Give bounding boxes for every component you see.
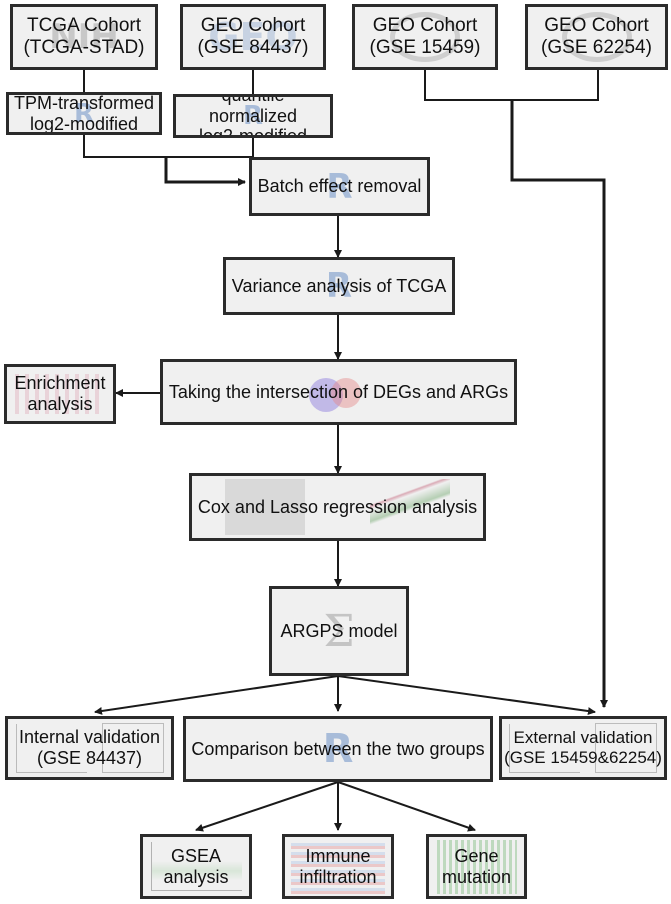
external-line1: External validation <box>513 728 653 748</box>
external-validation-box: External validation(GSE 15459&62254) <box>499 716 667 780</box>
geo-cohort-84437-box: GEO GEO Cohort(GSE 84437) <box>180 4 326 70</box>
tpm-line2: log2-modified <box>29 113 139 134</box>
quantile-line1: quantile normalized <box>208 94 298 126</box>
geo2-id: (GSE 15459) <box>369 37 481 58</box>
intersection-label: Taking the intersection of DEGs and ARGs <box>168 381 509 402</box>
tcga-title: TCGA Cohort <box>26 15 142 37</box>
immune-line1: Immune <box>305 845 371 866</box>
geo3-id: (GSE 62254) <box>541 37 652 58</box>
geo-cohort-15459-box: GEO Cohort(GSE 15459) <box>352 4 498 70</box>
model-to-internal-arrow <box>94 675 339 715</box>
immune-line2: infiltration <box>299 866 377 887</box>
internal-line1: Internal validation <box>18 727 161 748</box>
tcga-id: (TCGA-STAD) <box>23 37 145 58</box>
geo3-title: GEO Cohort <box>544 15 649 37</box>
group-comparison-box: R Comparison between the two groups <box>183 716 493 782</box>
internal-line2: (GSE 84437) <box>36 748 143 768</box>
batch-effect-removal-box: R Batch effect removal <box>249 157 430 216</box>
tcga-cohort-box: NIH TCGA Cohort(TCGA-STAD) <box>10 4 158 70</box>
intersection-box: Taking the intersection of DEGs and ARGs <box>160 359 517 425</box>
mutation-line2: mutation <box>441 866 512 887</box>
external-to-validation-arrow <box>510 100 608 708</box>
cox-lasso-box: Cox and Lasso regression analysis <box>189 473 486 541</box>
geo2-title: GEO Cohort <box>372 15 478 37</box>
geo1-id: (GSE 84437) <box>197 37 309 58</box>
geo1-title: GEO Cohort <box>200 15 306 37</box>
internal-validation-box: Internal validation(GSE 84437) <box>5 716 174 780</box>
variance-analysis-box: R Variance analysis of TCGA <box>223 257 455 315</box>
cox-lasso-label: Cox and Lasso regression analysis <box>197 496 478 517</box>
geo3-to-merge-line <box>512 70 599 101</box>
comparison-to-gsea-arrow <box>195 781 339 832</box>
model-to-external-arrow <box>337 675 596 715</box>
enrichment-line2: analysis <box>27 394 93 414</box>
enrichment-line1: Enrichment <box>14 373 106 394</box>
geo-cohort-62254-box: GEO Cohort(GSE 62254) <box>525 4 668 70</box>
variance-label: Variance analysis of TCGA <box>231 275 447 296</box>
gsea-line2: analysis <box>163 866 229 887</box>
gsea-line1: GSEA <box>170 845 222 866</box>
batch-label: Batch effect removal <box>257 176 422 197</box>
external-line2: (GSE 15459&62254) <box>504 748 662 767</box>
tpm-line1: TPM-transformed <box>13 92 155 113</box>
argps-model-box: Σ ARGPS model <box>269 586 409 676</box>
quantile-line2: log2-modified <box>198 126 308 138</box>
geo2-to-merge-line <box>424 70 512 101</box>
comparison-label: Comparison between the two groups <box>191 738 485 759</box>
merge-to-batch-arrow <box>164 157 246 186</box>
comparison-to-mutation-arrow <box>337 781 476 832</box>
tpm-to-merge-line <box>83 135 253 158</box>
mutation-line1: Gene <box>454 845 499 866</box>
argps-model-label: ARGPS model <box>280 620 398 641</box>
